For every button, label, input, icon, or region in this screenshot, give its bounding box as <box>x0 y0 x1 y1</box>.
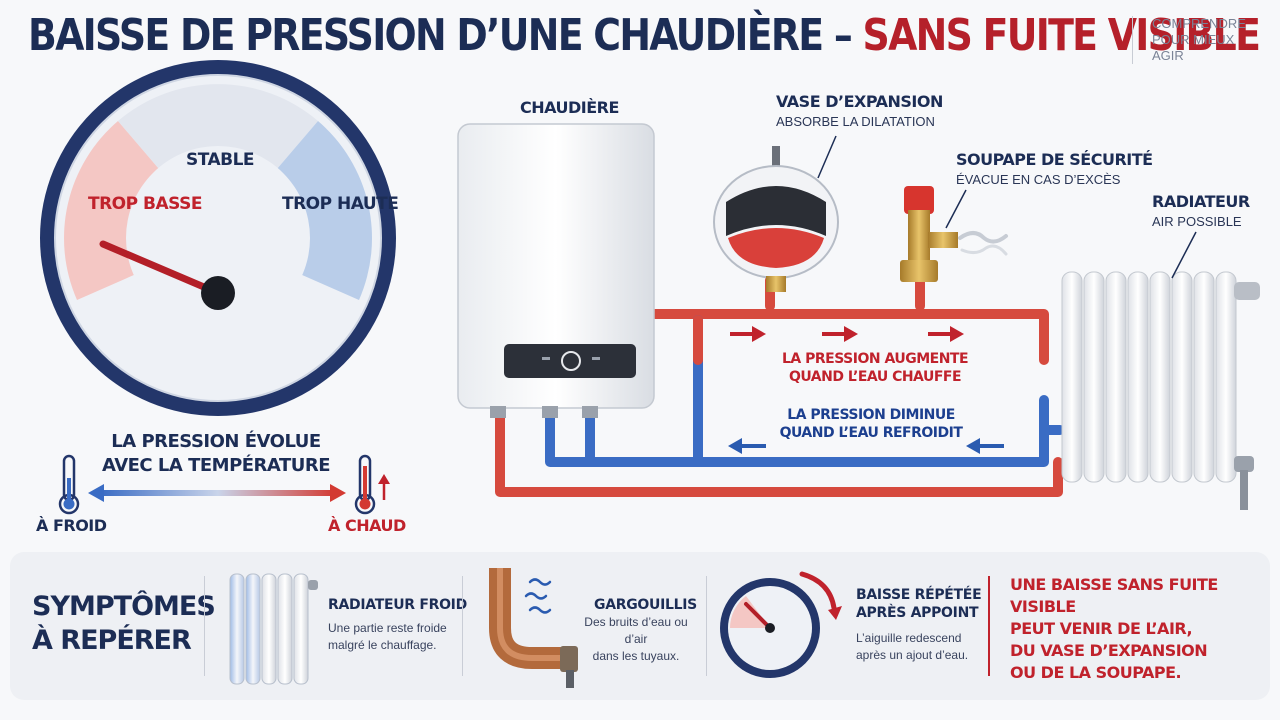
flow-hot-line2: QUAND L’EAU CHAUFFE <box>788 369 962 385</box>
gauge-needle <box>99 240 222 297</box>
warning-divider <box>988 576 990 676</box>
boiler-unit <box>457 123 655 418</box>
title-accent: SANS FUITE VISIBLE <box>862 10 1261 61</box>
valve-sub: ÉVACUE EN CAS D’EXCÈS <box>956 172 1121 187</box>
gauge-zone-stable: STABLE <box>185 150 255 170</box>
divider <box>462 576 463 676</box>
gauge-zone-high: TROP HAUTE <box>282 194 399 214</box>
warning-line4: OU DE LA SOUPAPE. <box>1010 663 1182 682</box>
hot-label: À CHAUD <box>328 516 406 535</box>
symptom-cold-desc-line1: Une partie reste froide <box>328 621 447 635</box>
symptom-drop-title: BAISSE RÉPÉTÉE APRÈS APPOINT <box>856 586 982 622</box>
symptom-cold-desc-line2: malgré le chauffage. <box>328 638 437 652</box>
expansion-leader-line <box>817 135 837 179</box>
flow-cold-line1: LA PRESSION DIMINUE <box>787 407 955 423</box>
boiler-label: CHAUDIÈRE <box>520 98 619 117</box>
expansion-vessel <box>713 146 839 292</box>
warning-line1: UNE BAISSE SANS FUITE VISIBLE <box>1010 575 1218 616</box>
symptom-gurgling-desc: Des bruits d’eau ou d’air dans les tuyau… <box>572 614 700 665</box>
symptom-drop-desc-line1: L’aiguille redescend <box>856 631 962 645</box>
thermometer-hot-icon <box>354 454 390 515</box>
flow-hot-line1: LA PRESSION AUGMENTE <box>781 351 969 367</box>
cold-radiator-icon <box>229 573 318 685</box>
gauge-caption: LA PRESSION ÉVOLUE AVEC LA TEMPÉRATURE <box>102 431 331 476</box>
symptom-cold-title: RADIATEUR FROID <box>328 597 467 613</box>
gauge-zone-low: TROP BASSE <box>88 194 202 214</box>
warning-line2: PEUT VENIR DE L’AIR, <box>1010 619 1193 638</box>
flow-arrows <box>728 326 1004 454</box>
expansion-sub: ABSORBE LA DILATATION <box>776 114 935 129</box>
radiator-title: RADIATEUR <box>1152 192 1250 211</box>
dropping-gauge-icon <box>720 571 842 678</box>
divider <box>706 576 707 676</box>
warning-line3: DU VASE D’EXPANSION <box>1010 641 1208 660</box>
symptom-gurgling-desc-line1: Des bruits d’eau ou d’air <box>584 615 688 646</box>
flow-cold-text: LA PRESSION DIMINUE QUAND L’EAU REFROIDI… <box>756 406 986 442</box>
valve-leader-line <box>945 189 967 229</box>
tagline: COMPRENDRE POUR MIEUX AGIR <box>1152 16 1246 63</box>
page-title: BAISSE DE PRESSION D’UNE CHAUDIÈRE – SAN… <box>28 10 1261 61</box>
valve-title: SOUPAPE DE SÉCURITÉ <box>956 150 1153 169</box>
symptom-drop-desc-line2: après un ajout d’eau. <box>856 648 969 662</box>
gurgling-pipe-icon <box>489 568 578 688</box>
warning-text: UNE BAISSE SANS FUITE VISIBLE PEUT VENIR… <box>1010 574 1280 684</box>
flow-hot-text: LA PRESSION AUGMENTE QUAND L’EAU CHAUFFE <box>760 350 990 386</box>
expansion-title: VASE D’EXPANSION <box>776 92 943 111</box>
symptom-drop-title-line1: BAISSE RÉPÉTÉE <box>856 587 982 603</box>
heating-system-diagram <box>40 60 1260 515</box>
symptoms-heading: SYMPTÔMES À REPÉRER <box>32 590 216 658</box>
symptoms-heading-line2: À REPÉRER <box>32 625 192 656</box>
radiator-unit <box>1061 271 1260 510</box>
divider <box>204 576 205 676</box>
pressure-gauge <box>40 60 396 416</box>
thermometer-cold-icon <box>58 454 80 515</box>
safety-valve <box>900 186 1008 282</box>
symptom-gurgling-title: GARGOUILLIS <box>594 597 697 613</box>
symptom-cold-desc: Une partie reste froide malgré le chauff… <box>328 620 447 654</box>
symptoms-panel <box>10 552 1270 700</box>
symptoms-heading-line1: SYMPTÔMES <box>32 591 216 622</box>
temperature-scale <box>58 454 390 515</box>
pipe-network <box>495 275 1065 497</box>
cold-label: À FROID <box>36 516 107 535</box>
tagline-divider <box>1132 16 1133 64</box>
gauge-pivot <box>201 276 235 310</box>
radiator-leader-line <box>1171 231 1197 279</box>
flow-cold-line2: QUAND L’EAU REFROIDIT <box>779 425 963 441</box>
symptom-drop-title-line2: APRÈS APPOINT <box>856 605 979 621</box>
symptom-drop-desc: L’aiguille redescend après un ajout d’ea… <box>856 630 968 664</box>
title-main: BAISSE DE PRESSION D’UNE CHAUDIÈRE – <box>28 10 863 61</box>
radiator-sub: AIR POSSIBLE <box>1152 214 1242 229</box>
symptom-gurgling-desc-line2: dans les tuyaux. <box>592 649 680 663</box>
